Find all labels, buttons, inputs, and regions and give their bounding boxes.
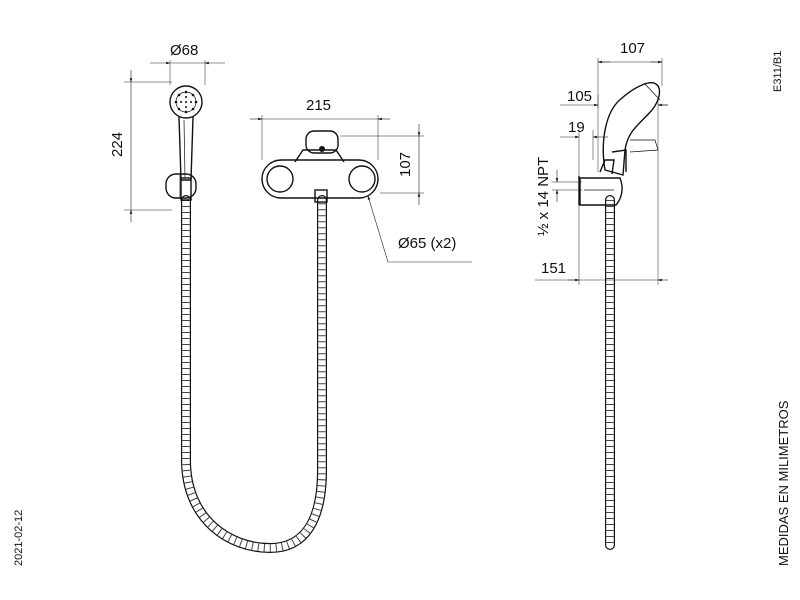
units-note: MEDIDAS EN MILIMETROS	[776, 400, 791, 566]
dim-depth-151-label: 151	[541, 260, 566, 277]
side-view: 107 105 19 ½ x 14 NPT	[535, 40, 668, 550]
dim-depth-105-label: 105	[567, 88, 592, 105]
dim-flange-diameter: Ø65 (x2)	[367, 195, 472, 263]
hand-shower-side	[599, 82, 661, 176]
dim-height-224-label: 224	[109, 132, 126, 157]
dim-depth-107-side-label: 107	[620, 40, 645, 57]
mixer-body	[261, 130, 379, 203]
dim-depth-107-side: 107	[597, 40, 663, 172]
dim-thread: ½ x 14 NPT	[535, 157, 582, 236]
dim-head-diameter: Ø68	[150, 42, 225, 85]
dim-width-215: 215	[250, 97, 390, 160]
dim-height-107-front-label: 107	[397, 152, 414, 177]
hand-shower	[169, 85, 203, 181]
dim-offset-19-label: 19	[568, 119, 585, 136]
hose-front	[181, 195, 327, 554]
dim-depth-105: 105	[560, 88, 668, 108]
dim-height-224: 224	[109, 70, 172, 222]
front-view: Ø68 224 215 107	[109, 42, 472, 554]
wall-holder	[165, 173, 197, 201]
wall-holder-side	[579, 177, 623, 206]
dim-offset-19: 19	[560, 119, 608, 176]
dim-head-diameter-label: Ø68	[170, 42, 198, 59]
shower-nozzles	[174, 90, 198, 114]
dim-width-215-label: 215	[306, 97, 331, 114]
drawing-date: 2021-02-12	[13, 510, 25, 566]
dim-flange-diameter-label: Ø65 (x2)	[398, 235, 456, 252]
drawing-code: E311/B1	[772, 51, 784, 92]
dim-thread-label: ½ x 14 NPT	[535, 157, 552, 236]
dim-depth-151: 151	[535, 100, 668, 285]
dim-height-107-front: 107	[340, 124, 424, 205]
